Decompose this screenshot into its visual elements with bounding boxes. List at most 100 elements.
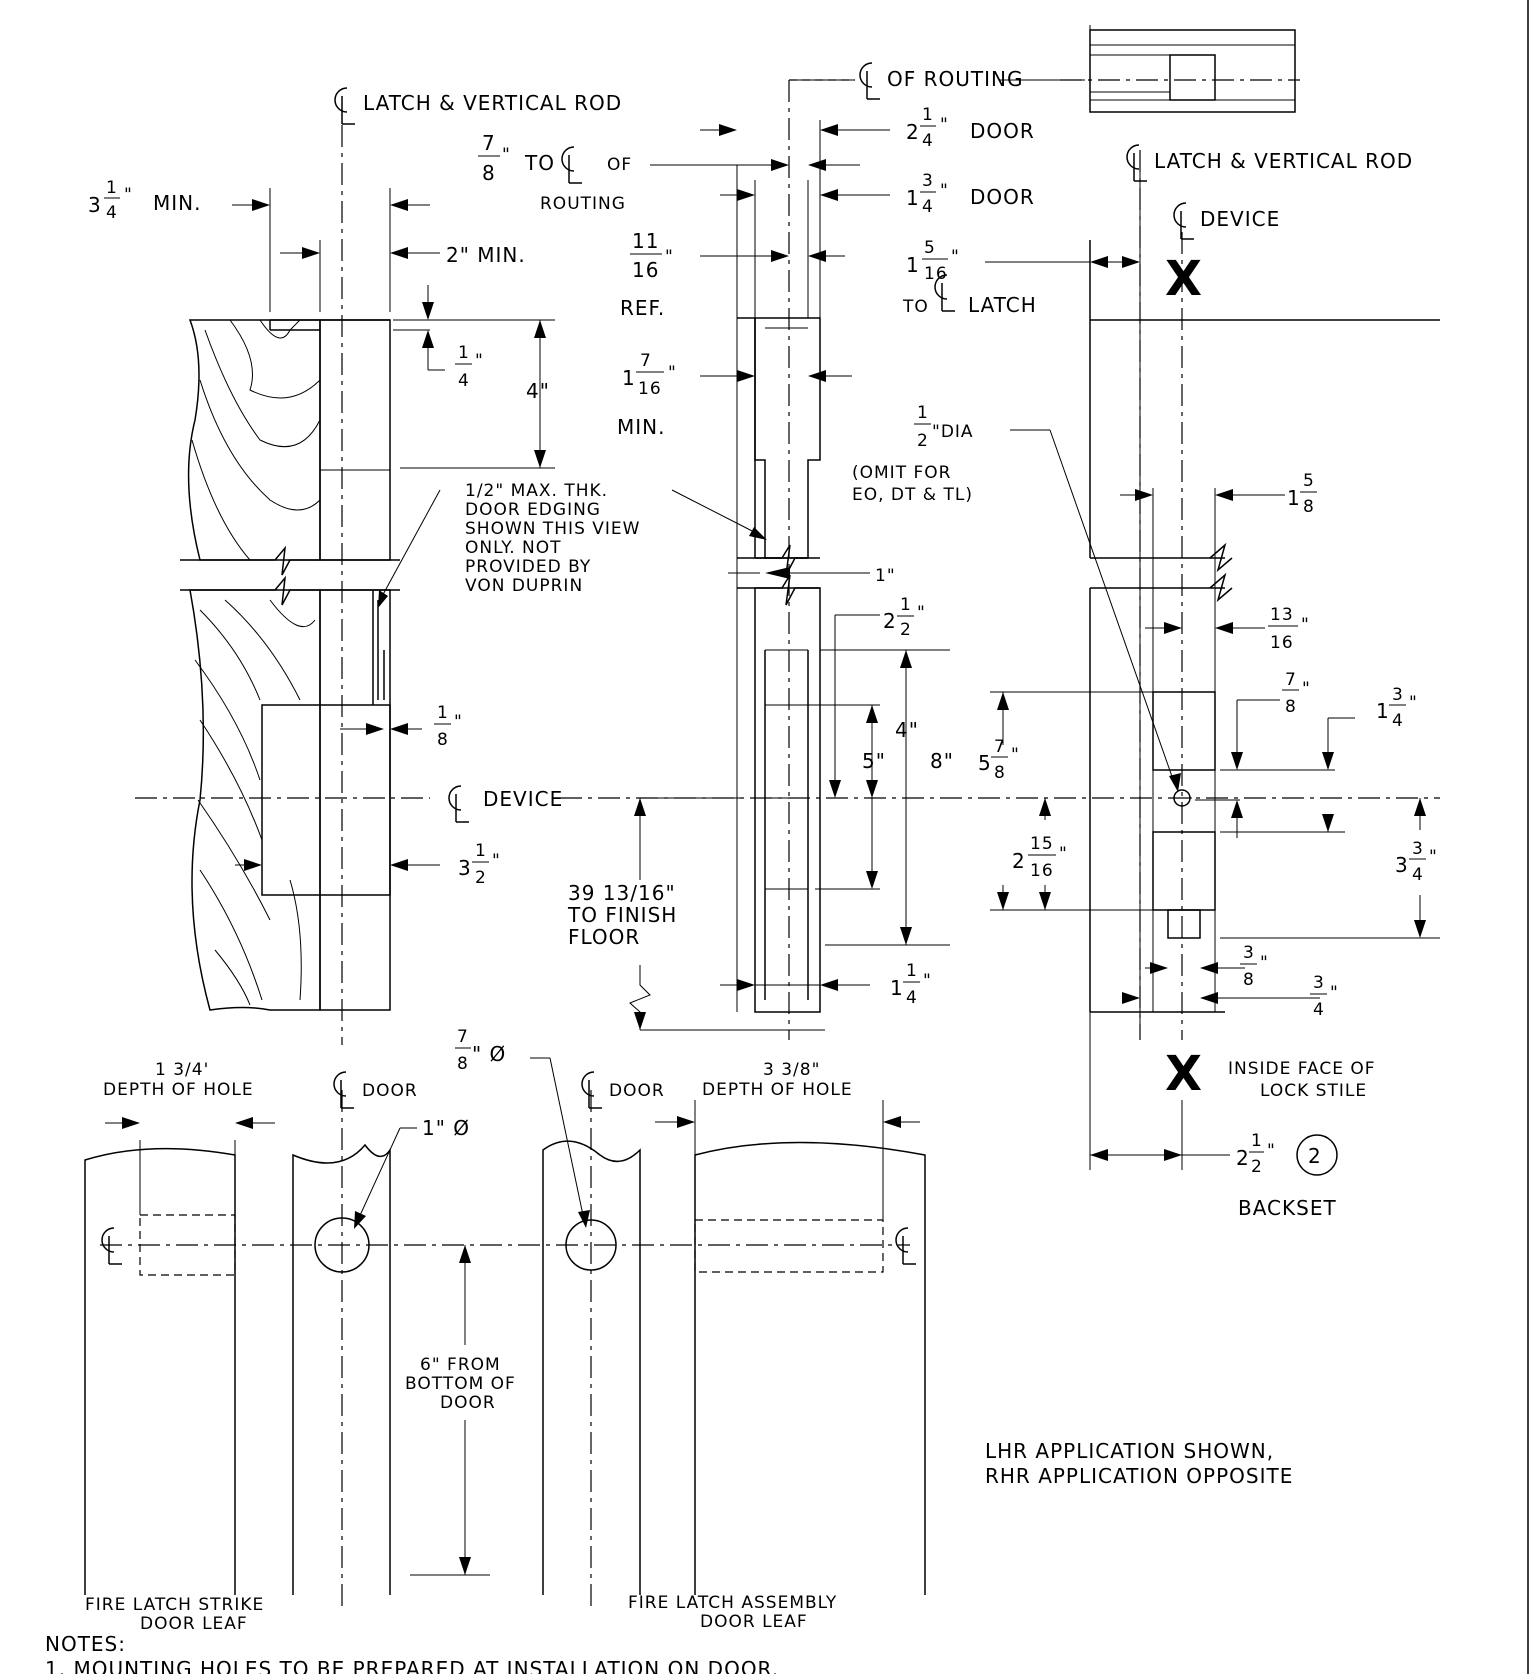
dim-3-1-4-min: 3 1 4 " MIN. <box>88 178 201 223</box>
svg-text:": " <box>1011 745 1020 765</box>
svg-text:7: 7 <box>994 737 1006 757</box>
dim-1-8: 1 8 " <box>434 703 462 750</box>
svg-text:3: 3 <box>1412 839 1424 859</box>
svg-text:DOOR: DOOR <box>440 1393 496 1413</box>
svg-text:FIRE LATCH ASSEMBLY: FIRE LATCH ASSEMBLY <box>628 1593 837 1613</box>
dim-1-3-4-right: 1 3 4 " <box>1376 685 1417 731</box>
svg-text:11: 11 <box>632 229 659 253</box>
svg-text:16: 16 <box>632 258 659 282</box>
svg-text:LHR APPLICATION SHOWN,: LHR APPLICATION SHOWN, <box>985 1439 1274 1463</box>
svg-text:1: 1 <box>437 703 449 723</box>
centerline-symbol <box>1126 144 1148 182</box>
svg-text:3: 3 <box>1313 973 1325 993</box>
svg-text:": " <box>1267 1141 1276 1161</box>
centerline-symbol <box>334 87 356 125</box>
svg-text:1: 1 <box>106 178 118 198</box>
svg-text:MIN.: MIN. <box>617 415 665 439</box>
note-balloon <box>1296 1134 1338 1176</box>
svg-text:TO: TO <box>902 297 929 317</box>
svg-text:15: 15 <box>1030 834 1054 854</box>
svg-text:3 3/8": 3 3/8" <box>763 1060 820 1080</box>
dim-1-5-16-to-cl-latch: 1 5 16 " TO LATCH <box>902 238 1036 317</box>
dim-2-1-4-door: 2 1 4 " DOOR <box>906 105 1034 151</box>
svg-text:3: 3 <box>458 856 472 880</box>
svg-text:EO, DT & TL): EO, DT & TL) <box>852 485 973 505</box>
svg-text:": " <box>1301 615 1310 635</box>
bottom-door-views <box>84 1057 926 1610</box>
svg-text:(OMIT FOR: (OMIT FOR <box>852 463 951 483</box>
dim-4-inner: 4" <box>895 718 919 742</box>
dim-backset: 2 1 2 " BACKSET <box>1236 1131 1336 1220</box>
svg-text:2: 2 <box>883 609 897 633</box>
svg-text:4: 4 <box>922 197 934 217</box>
left-elevation-view <box>135 125 555 1045</box>
svg-text:3: 3 <box>88 193 102 217</box>
svg-text:16: 16 <box>1270 633 1294 653</box>
svg-text:": " <box>1302 679 1311 699</box>
svg-text:1: 1 <box>900 595 912 615</box>
svg-text:DOOR: DOOR <box>970 185 1035 209</box>
svg-text:16: 16 <box>1030 861 1054 881</box>
svg-text:TO: TO <box>524 151 555 175</box>
svg-text:8: 8 <box>457 1054 469 1074</box>
centerline-symbol <box>333 1071 355 1109</box>
svg-text:3: 3 <box>1243 943 1255 963</box>
dim-3-8: 3 8 " <box>1240 943 1268 990</box>
svg-text:1: 1 <box>622 366 636 390</box>
svg-text:3: 3 <box>1395 853 1409 877</box>
svg-text:"DIA: "DIA <box>932 422 974 442</box>
svg-text:2: 2 <box>900 620 912 640</box>
svg-text:RHR APPLICATION OPPOSITE: RHR APPLICATION OPPOSITE <box>985 1464 1293 1488</box>
svg-text:": " <box>668 363 677 383</box>
svg-text:4: 4 <box>106 203 118 223</box>
svg-text:2: 2 <box>1012 849 1026 873</box>
svg-text:16: 16 <box>638 379 662 399</box>
label-cl-latch-rod-left: LATCH & VERTICAL ROD <box>363 91 622 115</box>
x-marker-bottom: X <box>1165 1046 1202 1102</box>
svg-text:FLOOR: FLOOR <box>568 925 640 949</box>
svg-text:": " <box>940 181 949 201</box>
svg-text:1: 1 <box>917 403 929 423</box>
svg-text:1: 1 <box>1287 486 1301 510</box>
dim-1-5-8: 1 5 8 <box>1287 471 1317 517</box>
centerline-symbol <box>581 1071 603 1109</box>
svg-text:FIRE LATCH STRIKE: FIRE LATCH STRIKE <box>85 1595 264 1615</box>
dim-2-min: 2" MIN. <box>446 243 526 267</box>
dim-3-4: 3 4 " <box>1310 973 1338 1020</box>
svg-text:39 13/16": 39 13/16" <box>568 881 676 905</box>
dim-3-1-2: 3 1 2 " <box>458 841 500 888</box>
svg-text:4: 4 <box>458 371 470 391</box>
svg-text:DOOR LEAF: DOOR LEAF <box>700 1612 808 1632</box>
svg-text:5: 5 <box>924 238 936 258</box>
svg-text:": " <box>1429 847 1438 867</box>
hole-depth-left: 1 3/4' DEPTH OF HOLE <box>103 1060 253 1100</box>
svg-text:1: 1 <box>922 105 934 125</box>
center-section-view <box>560 79 1440 1040</box>
dim-8: 8" <box>930 749 954 773</box>
dim-1-dia: 1" Ø <box>422 1116 470 1140</box>
dim-7-8-upper: 7 8 " <box>1282 670 1311 717</box>
svg-text:DOOR LEAF: DOOR LEAF <box>140 1614 248 1634</box>
dim-2-1-2: 2 1 2 " <box>883 595 926 640</box>
label-cl-routing: OF ROUTING <box>887 67 1023 91</box>
svg-text:8: 8 <box>1285 697 1297 717</box>
six-from-bottom-note: 6" FROM BOTTOM OF DOOR <box>405 1355 515 1413</box>
svg-text:4: 4 <box>1412 865 1424 885</box>
svg-text:": " <box>917 603 926 623</box>
inside-face-note: INSIDE FACE OF LOCK STILE <box>1228 1059 1375 1101</box>
svg-text:MIN.: MIN. <box>153 191 201 215</box>
svg-text:" Ø: " Ø <box>472 1042 506 1066</box>
centerline-symbol <box>448 785 470 823</box>
centerline-symbol <box>561 146 583 184</box>
svg-text:2: 2 <box>917 431 929 451</box>
svg-text:7: 7 <box>482 131 496 155</box>
hole-depth-right: 3 3/8" DEPTH OF HOLE <box>702 1060 852 1100</box>
svg-text:2: 2 <box>1236 1146 1250 1170</box>
svg-text:1: 1 <box>906 961 918 981</box>
svg-text:4: 4 <box>1313 1000 1325 1020</box>
svg-text:2: 2 <box>475 868 487 888</box>
svg-text:1: 1 <box>890 976 904 1000</box>
svg-text:8: 8 <box>482 161 496 185</box>
dim-4-stile: 4" <box>526 379 550 403</box>
dim-11-16-ref: 11 16 " REF. <box>620 229 673 320</box>
